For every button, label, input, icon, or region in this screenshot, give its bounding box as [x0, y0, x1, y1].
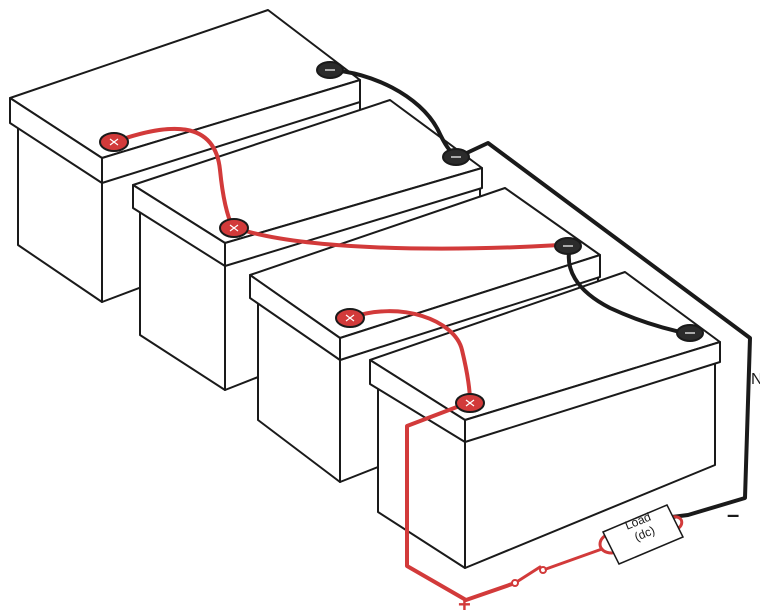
- main-negative-wire: [454, 141, 752, 519]
- positive-sign: +: [458, 592, 471, 612]
- red-jumper-3-to-4: [348, 309, 472, 404]
- terminal-negative-battery-3: [554, 237, 582, 255]
- terminal-positive-battery-1: [99, 132, 129, 152]
- red-jumper-1-to-2: [112, 126, 235, 230]
- terminal-positive-battery-2: [219, 218, 249, 238]
- black-jumper-3-to-4: [566, 245, 692, 336]
- switch: [511, 547, 604, 587]
- edge-letter: N: [751, 371, 760, 388]
- terminal-negative-battery-2: [442, 148, 470, 166]
- terminal-negative-battery-1: [316, 61, 344, 79]
- main-positive-wire: [405, 400, 517, 602]
- battery-4: [369, 271, 721, 569]
- negative-sign: –: [727, 502, 739, 527]
- terminal-positive-battery-4: [455, 393, 485, 413]
- terminal-negative-battery-4: [676, 324, 704, 342]
- terminal-positive-battery-3: [335, 308, 365, 328]
- red-jumper-2-to-3: [234, 226, 562, 251]
- load-dc: Load (dc): [598, 504, 685, 565]
